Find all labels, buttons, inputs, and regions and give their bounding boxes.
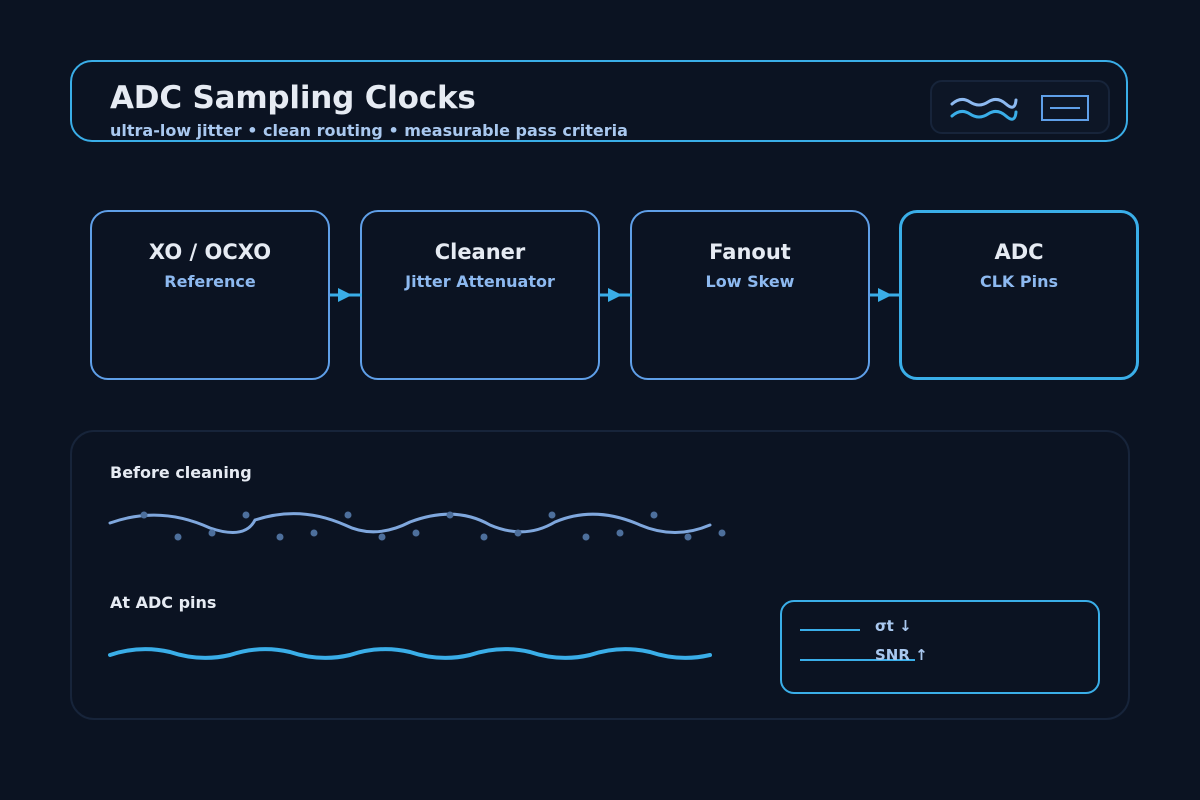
- waveform-panel: [70, 430, 1130, 720]
- legend-sigma-label: σt ↓: [875, 617, 912, 635]
- page-subtitle: ultra-low jitter • clean routing • measu…: [110, 121, 628, 140]
- legend-snr-label: SNR ↑: [875, 646, 928, 664]
- header-icon-box: [930, 80, 1110, 134]
- before-cleaning-label: Before cleaning: [110, 463, 252, 482]
- stage-title: XO / OCXO: [148, 240, 272, 264]
- header-banner: [70, 60, 1128, 142]
- stage-title: ADC: [994, 240, 1044, 264]
- stage-subtitle: Jitter Attenuator: [405, 272, 555, 291]
- arrow-right-icon: [330, 288, 362, 302]
- rectangle-icon: [1041, 95, 1089, 121]
- at-adc-pins-label: At ADC pins: [110, 593, 217, 612]
- stage-subtitle: Reference: [164, 272, 256, 291]
- stage-title: Fanout: [709, 240, 791, 264]
- stage-subtitle: Low Skew: [705, 272, 795, 291]
- stage-reference[interactable]: XO / OCXO Reference: [90, 210, 330, 380]
- stage-fanout[interactable]: Fanout Low Skew: [630, 210, 870, 380]
- stage-subtitle: CLK Pins: [979, 272, 1059, 291]
- arrow-right-icon: [600, 288, 632, 302]
- noisy-waveform: [108, 512, 712, 534]
- stage-adc[interactable]: ADC CLK Pins: [899, 210, 1139, 380]
- arrow-right-icon: [870, 288, 901, 302]
- jitter-dots: [140, 511, 726, 541]
- legend-box: [780, 600, 1100, 694]
- stage-cleaner[interactable]: Cleaner Jitter Attenuator: [360, 210, 600, 380]
- wave-icon: [950, 97, 1018, 121]
- page-title: ADC Sampling Clocks: [110, 80, 476, 116]
- clean-waveform: [108, 647, 712, 660]
- stage-title: Cleaner: [434, 240, 526, 264]
